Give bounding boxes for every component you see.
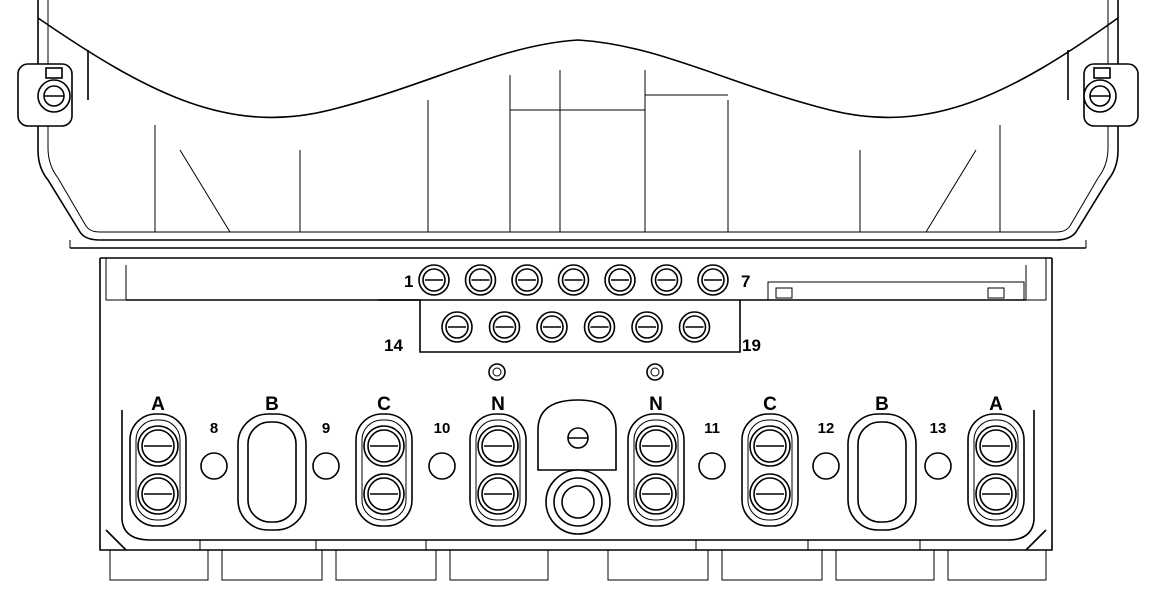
screw-lower <box>477 473 519 515</box>
terminal-label-4: C <box>377 394 391 415</box>
middle-screw-1 <box>441 311 473 343</box>
top-screw-3 <box>511 264 543 296</box>
top-screw-7 <box>697 264 729 296</box>
screw-upper <box>363 425 405 467</box>
terminal-c-9 <box>741 413 799 527</box>
main-terminal-row: A 8 B 9 C 10 N N 11 C 12 B 13 A <box>129 394 1025 531</box>
terminal-label-6: N <box>491 394 505 415</box>
screw-upper <box>477 425 519 467</box>
top-screw-row <box>418 264 729 296</box>
hole-13 <box>924 452 952 480</box>
terminal-label-0: A <box>151 394 165 415</box>
middle-screw-row <box>441 311 711 343</box>
top-screw-5 <box>604 264 636 296</box>
terminal-label-3: 9 <box>322 420 330 437</box>
hole-9 <box>312 452 340 480</box>
screw-lower <box>975 473 1017 515</box>
terminal-label-10: 12 <box>818 420 835 437</box>
top-screw-2 <box>464 264 497 296</box>
middle-screw-2 <box>488 311 521 343</box>
screw-lower <box>363 473 405 515</box>
terminal-n-6 <box>469 413 527 527</box>
terminal-n-7 <box>627 413 685 527</box>
screw-lower <box>635 473 677 515</box>
screw-lower <box>137 473 179 515</box>
slot-b-11 <box>847 413 917 531</box>
slot-b-2 <box>237 413 307 531</box>
middle-screw-6 <box>678 311 711 343</box>
top-screw-1 <box>418 264 450 296</box>
terminal-c-4 <box>355 413 413 527</box>
terminal-label-13: A <box>989 394 1003 415</box>
base-body <box>99 257 1053 581</box>
terminal-label-1: 8 <box>210 420 218 437</box>
top-row-start-label: 1 <box>404 272 413 291</box>
cover <box>17 0 1139 249</box>
screw-upper <box>975 425 1017 467</box>
terminal-label-11: B <box>875 394 889 415</box>
terminal-a-13 <box>967 413 1025 527</box>
top-row-end-label: 7 <box>741 272 750 291</box>
hole-11 <box>698 452 726 480</box>
terminal-label-5: 10 <box>434 420 451 437</box>
terminal-label-2: B <box>265 394 279 415</box>
terminal-label-7: N <box>649 394 663 415</box>
middle-row-end-label: 19 <box>742 336 761 355</box>
middle-screw-3 <box>536 311 568 343</box>
middle-screw-4 <box>583 311 616 343</box>
screw-lower <box>749 473 791 515</box>
screw-upper <box>749 425 791 467</box>
terminal-label-12: 13 <box>930 420 947 437</box>
terminal-label-8: 11 <box>704 420 720 437</box>
middle-row-start-label: 14 <box>384 336 403 355</box>
screw-upper <box>137 425 179 467</box>
screw-upper <box>635 425 677 467</box>
terminal-label-9: C <box>763 394 777 415</box>
hole-8 <box>200 452 228 480</box>
top-screw-6 <box>650 264 683 296</box>
top-screw-4 <box>557 264 590 296</box>
hole-10 <box>428 452 456 480</box>
hole-12 <box>812 452 840 480</box>
middle-screw-5 <box>631 311 663 343</box>
terminal-a-0 <box>129 413 187 527</box>
